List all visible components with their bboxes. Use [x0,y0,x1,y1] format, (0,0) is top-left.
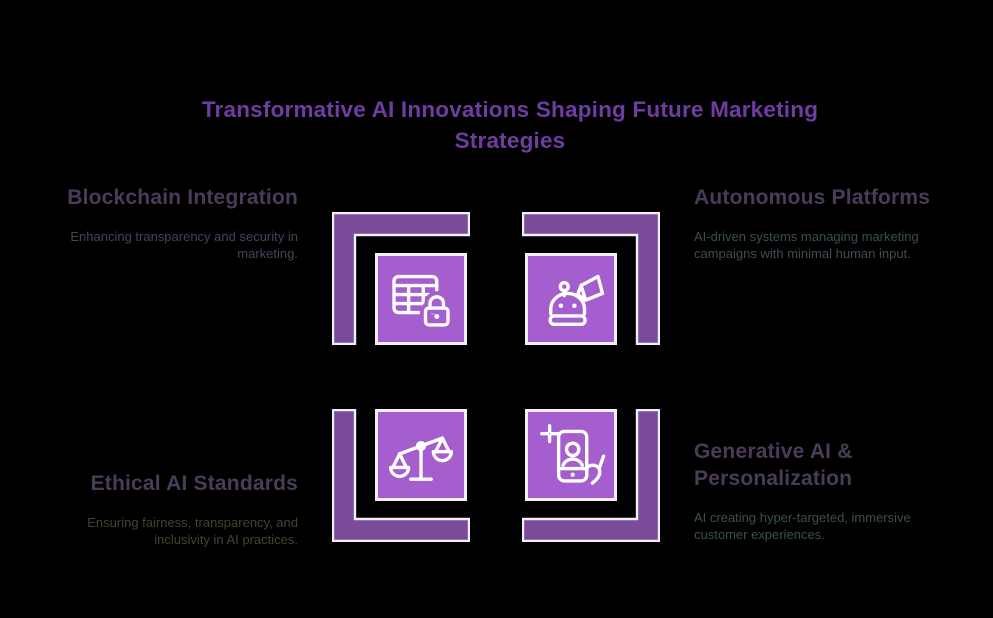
cluster-cell-top-right [522,212,660,345]
corner-bracket-bottom-right [522,409,660,542]
quadrant-heading: Ethical AI Standards [90,472,298,495]
icon-tile-autonomous [525,253,617,345]
quadrant-ethical-ai-standards: Ethical AI Standards Ensuring fairness, … [20,470,298,548]
icon-tile-blockchain [375,253,467,345]
cluster-cell-top-left [332,212,470,345]
phone-sparkle-icon [540,424,606,485]
icon-cluster [332,212,660,542]
quadrant-description: AI-driven systems managing marketing cam… [694,229,919,261]
icon-tile-ethical [375,409,467,501]
quadrant-blockchain-integration: Blockchain Integration Enhancing transpa… [20,184,298,262]
cluster-cell-bottom-right [522,409,660,542]
page-title: Transformative AI Innovations Shaping Fu… [177,94,843,156]
robot-megaphone-icon [548,274,605,326]
page-title-line-2: Strategies [454,128,566,153]
icon-tile-generative [525,409,617,501]
quadrant-description: Ensuring fairness, transparency, and inc… [87,515,298,547]
table-lock-icon [392,274,454,331]
cluster-cell-bottom-left [332,409,470,542]
corner-bracket-top-right [522,212,660,345]
corner-bracket-top-left [332,212,470,345]
quadrant-description: Enhancing transparency and security in m… [70,229,298,261]
quadrant-generative-ai-personalization: Generative AI & Personalization AI creat… [694,438,976,543]
quadrant-heading: Blockchain Integration [67,186,298,209]
page-title-line-1: Transformative AI Innovations Shaping Fu… [201,97,819,122]
quadrant-heading: Autonomous Platforms [694,186,931,209]
quadrant-autonomous-platforms: Autonomous Platforms AI-driven systems m… [694,184,976,262]
corner-bracket-bottom-left [332,409,470,542]
quadrant-heading: Generative AI & Personalization [694,440,853,490]
quadrant-description: AI creating hyper-targeted, immersive cu… [694,510,911,542]
balance-scale-icon [388,436,454,481]
